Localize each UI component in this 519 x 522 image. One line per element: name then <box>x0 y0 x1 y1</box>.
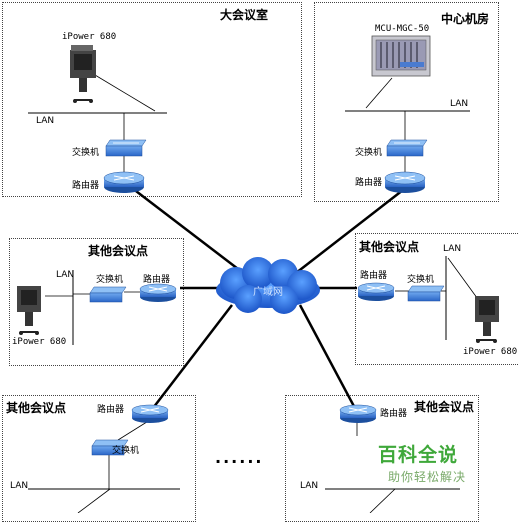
main-hall-title: 大会议室 <box>220 8 269 22</box>
main-hall-switch <box>105 139 147 157</box>
left-mid-router <box>139 283 177 302</box>
left-mid-lan-label: LAN <box>56 270 75 280</box>
bottom-right-box <box>285 395 479 522</box>
link-bottom-right <box>298 304 359 413</box>
wan-links <box>131 187 404 413</box>
bottom-left-router-switch <box>117 419 151 441</box>
right-mid-switch <box>407 285 445 302</box>
right-mid-router <box>357 282 395 301</box>
main-hall-terminal-link <box>94 74 156 112</box>
center-box <box>314 2 499 202</box>
bottom-left-title: 其他会议点 <box>6 401 67 415</box>
bottom-right-title: 其他会议点 <box>414 400 475 414</box>
center-lan-label: LAN <box>450 99 469 109</box>
bottom-right-lan-drop <box>369 488 396 513</box>
bottom-right-router <box>339 404 377 423</box>
bottom-right-router-label: 路由器 <box>380 409 408 419</box>
watermark-slogan: 助你轻松解决 <box>388 470 467 484</box>
link-center <box>295 189 404 274</box>
main-hall-lan-label: LAN <box>36 116 55 126</box>
center-router-label: 路由器 <box>355 178 383 188</box>
bottom-left-router-label: 路由器 <box>97 405 125 415</box>
bottom-left-switch-label: 交换机 <box>112 446 140 456</box>
main-hall-terminal <box>70 45 96 103</box>
left-mid-switch <box>89 286 127 303</box>
bottom-left-router <box>131 404 169 423</box>
right-mid-switch-label: 交换机 <box>407 275 435 285</box>
left-mid-switch-label: 交换机 <box>96 275 124 285</box>
bottom-left-lan-drop <box>77 488 111 513</box>
wan-label: 广域网 <box>253 287 283 298</box>
left-mid-router-label: 路由器 <box>143 275 171 285</box>
main-hall-box <box>2 2 302 197</box>
main-hall-router <box>103 171 145 193</box>
left-mid-terminal <box>17 286 41 335</box>
center-mcu <box>371 35 431 77</box>
center-mcu-link <box>365 77 393 109</box>
watermark-name: 百科全说 <box>378 444 459 466</box>
link-main-hall <box>131 187 243 273</box>
center-mcu-label: MCU-MGC-50 <box>375 24 430 34</box>
bottom-right-lan-label: LAN <box>300 481 319 491</box>
center-switch-label: 交换机 <box>355 148 383 158</box>
bottom-left-lan-label: LAN <box>10 481 29 491</box>
main-hall-terminal-label: iPower 680 <box>62 32 117 42</box>
main-hall-switch-label: 交换机 <box>72 148 100 158</box>
right-mid-terminal-label: iPower 680 <box>463 347 518 357</box>
wan-cloud <box>216 257 320 314</box>
right-mid-lan-label: LAN <box>443 244 462 254</box>
right-mid-terminal-link <box>447 257 481 303</box>
center-router <box>384 171 426 193</box>
left-mid-terminal-label: iPower 680 <box>12 337 67 347</box>
center-switch <box>386 139 428 157</box>
left-mid-title: 其他会议点 <box>88 244 149 258</box>
right-mid-terminal <box>475 296 499 343</box>
center-title: 中心机房 <box>441 12 490 26</box>
main-hall-router-label: 路由器 <box>72 181 100 191</box>
bottom-left-switch <box>91 439 129 456</box>
right-mid-title: 其他会议点 <box>359 240 420 254</box>
link-bottom-left <box>149 304 233 413</box>
ellipsis: ...... <box>215 448 264 467</box>
right-mid-router-label: 路由器 <box>360 271 388 281</box>
